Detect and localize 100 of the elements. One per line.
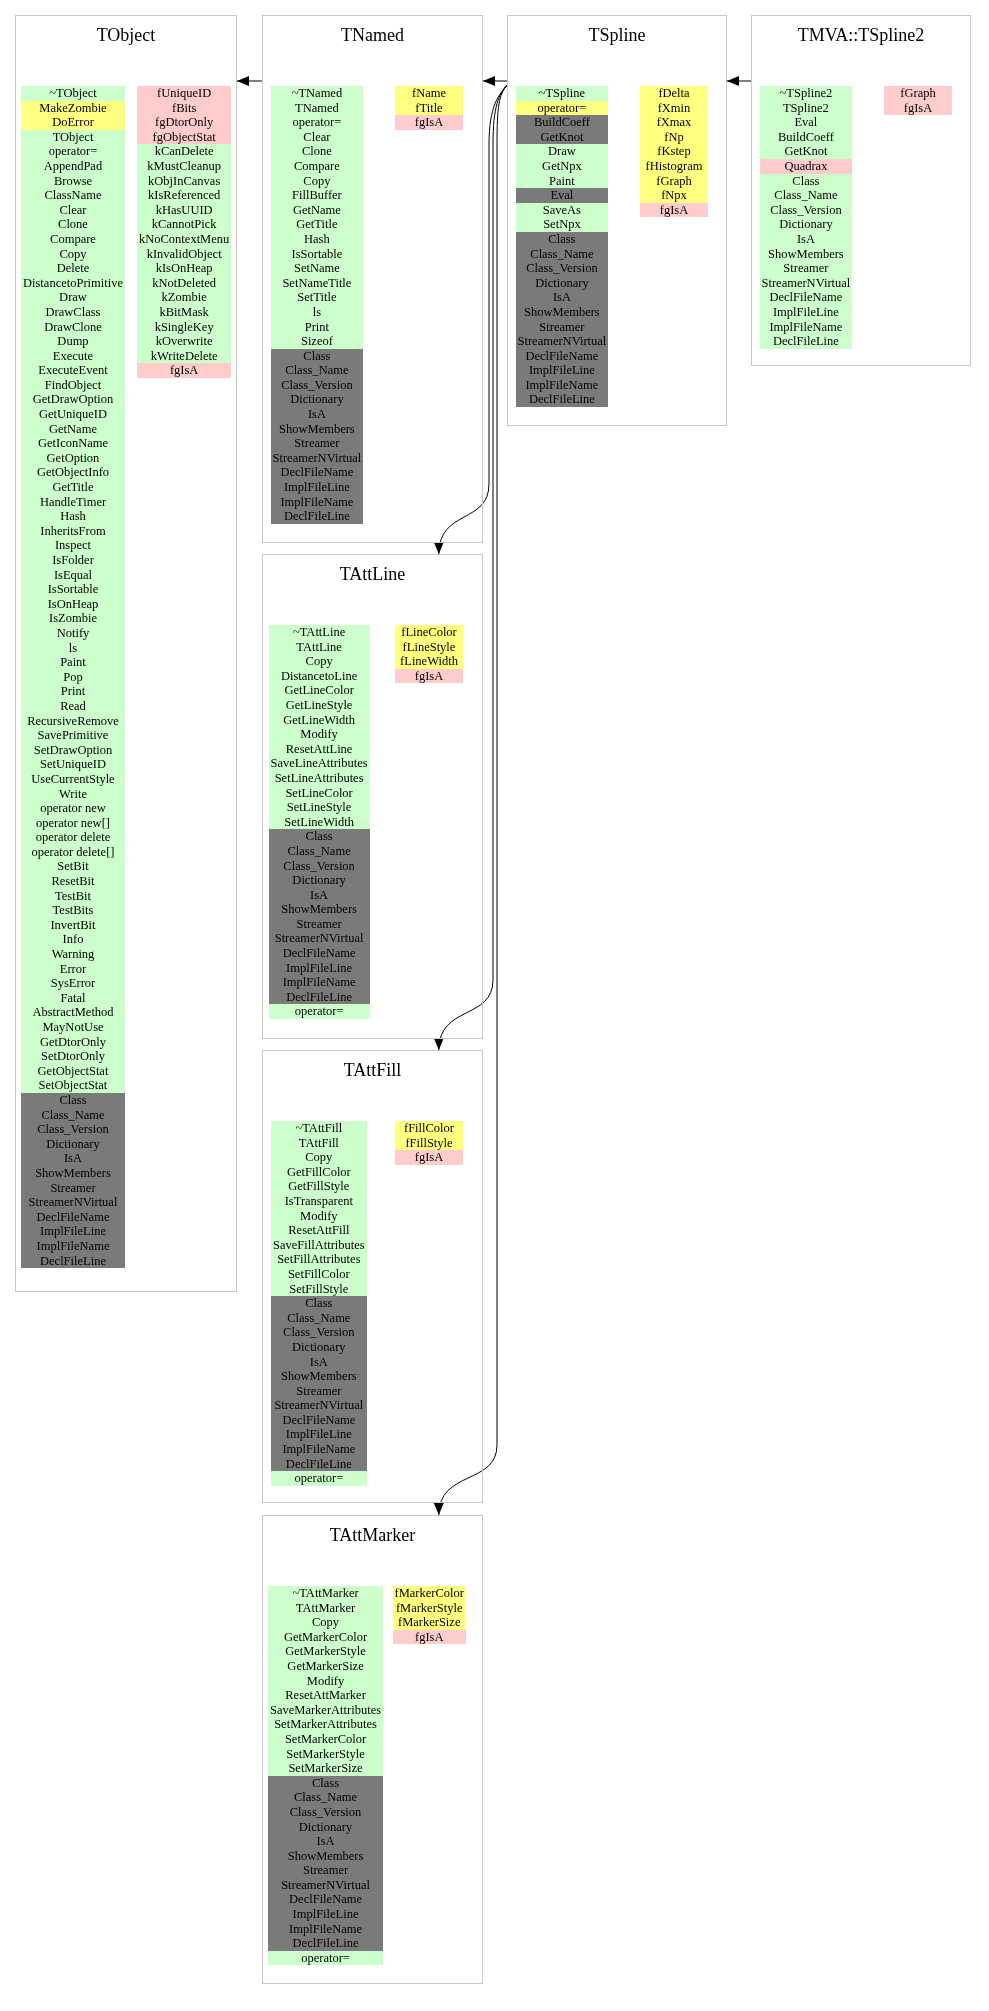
member-cell: SetNpx bbox=[515, 217, 609, 232]
member-cell: ~TSpline2 bbox=[759, 86, 853, 101]
member-cell: operator delete bbox=[21, 830, 125, 845]
member-cell: operator= bbox=[21, 144, 125, 159]
member-cell: FillBuffer bbox=[270, 188, 364, 203]
class-box bbox=[262, 1515, 483, 1984]
member-cell: fDelta bbox=[640, 86, 708, 101]
member-cell: ResetAttMarker bbox=[268, 1688, 384, 1703]
member-cell: Draw bbox=[515, 144, 609, 159]
member-cell: fName bbox=[395, 86, 463, 101]
member-cell: Class bbox=[271, 1296, 367, 1311]
member-cell: DeclFileName bbox=[268, 1892, 384, 1908]
member-cell: ~TAttFill bbox=[271, 1121, 367, 1136]
member-cell: GetObjectInfo bbox=[21, 465, 125, 481]
member-cell: Streamer bbox=[268, 1863, 384, 1878]
arrow bbox=[726, 76, 752, 86]
member-cell: ClassName bbox=[21, 188, 125, 203]
member-cell: Class_Version bbox=[271, 1325, 367, 1340]
member-cell: kCanDelete bbox=[137, 144, 232, 159]
member-cell: Clone bbox=[21, 217, 125, 232]
class-title: TMVA::TSpline2 bbox=[797, 24, 925, 46]
member-cell: SetFillAttributes bbox=[271, 1252, 367, 1267]
member-cell: ~TAttMarker bbox=[268, 1586, 384, 1601]
member-cell: ImplFileLine bbox=[270, 480, 364, 495]
member-cell: Dictionary bbox=[268, 873, 370, 888]
member-cell: Streamer bbox=[759, 261, 853, 276]
member-cell: SetBit bbox=[21, 859, 125, 875]
arrow bbox=[435, 84, 508, 555]
class-title: TAttLine bbox=[339, 563, 406, 585]
class-box bbox=[262, 1050, 483, 1503]
member-cell: GetIconName bbox=[21, 436, 125, 451]
member-cell: DoError bbox=[21, 115, 125, 130]
member-cell: ShowMembers bbox=[271, 1369, 367, 1384]
member-cell: GetKnot bbox=[759, 144, 853, 159]
member-cell: SetTitle bbox=[270, 290, 364, 305]
member-cell: Inspect bbox=[21, 538, 125, 553]
arrow bbox=[435, 84, 508, 1516]
member-cell: ~TObject bbox=[21, 86, 125, 101]
member-cell: DeclFileLine bbox=[268, 1936, 384, 1951]
member-cell: DeclFileLine bbox=[759, 334, 853, 349]
member-cell: Class_Name bbox=[270, 363, 364, 378]
member-cell: operator new bbox=[21, 801, 125, 816]
class-title: TSpline bbox=[588, 24, 646, 46]
member-cell: SysError bbox=[21, 976, 125, 991]
member-cell: StreamerNVirtual bbox=[268, 931, 370, 947]
member-cell: AbstractMethod bbox=[21, 1005, 125, 1020]
member-cell: SetMarkerAttributes bbox=[268, 1717, 384, 1732]
member-cell: ResetBit bbox=[21, 874, 125, 889]
member-cell: Modify bbox=[268, 727, 370, 742]
class-box bbox=[751, 15, 971, 366]
member-cell: StreamerNVirtual bbox=[21, 1195, 125, 1210]
member-cell: ImplFileName bbox=[271, 1442, 367, 1457]
member-cell: DeclFileName bbox=[759, 290, 853, 305]
arrow bbox=[482, 76, 508, 86]
member-cell: operator= bbox=[270, 115, 364, 130]
member-cell: fLineWidth bbox=[395, 654, 463, 669]
member-cell: SetName bbox=[270, 261, 364, 276]
class-box bbox=[262, 15, 483, 543]
member-cell: fKstep bbox=[640, 144, 708, 159]
member-cell: GetLineColor bbox=[268, 683, 370, 698]
member-cell: ~TNamed bbox=[270, 86, 364, 101]
member-cell: fMarkerSize bbox=[392, 1615, 466, 1630]
member-cell: kOverwrite bbox=[137, 334, 232, 349]
member-cell: Eval bbox=[759, 115, 853, 130]
member-cell: IsA bbox=[515, 290, 609, 305]
member-cell: Copy bbox=[271, 1150, 367, 1165]
member-cell: Paint bbox=[21, 655, 125, 670]
member-cell: kCannotPick bbox=[137, 217, 232, 232]
member-cell: SetUniqueID bbox=[21, 757, 125, 772]
member-cell: GetTitle bbox=[21, 480, 125, 495]
member-cell: ResetAttFill bbox=[271, 1223, 367, 1238]
class-box bbox=[507, 15, 727, 426]
member-cell: fMarkerColor bbox=[392, 1586, 466, 1601]
class-title: TNamed bbox=[341, 24, 404, 46]
member-cell: DeclFileLine bbox=[515, 392, 609, 408]
member-cell: Sizeof bbox=[270, 334, 364, 349]
member-cell: fFillColor bbox=[395, 1121, 463, 1136]
member-cell: Hash bbox=[21, 509, 125, 524]
member-cell: Class_Name bbox=[268, 1790, 384, 1805]
member-cell: Class bbox=[268, 829, 370, 844]
member-cell: StreamerNVirtual bbox=[515, 334, 609, 349]
member-cell: fgIsA bbox=[137, 363, 232, 378]
member-cell: DeclFileName bbox=[270, 465, 364, 481]
member-cell: ImplFileLine bbox=[268, 1907, 384, 1922]
member-cell: Warning bbox=[21, 947, 125, 962]
member-cell: operator= bbox=[271, 1471, 367, 1486]
member-cell: ExecuteEvent bbox=[21, 363, 125, 378]
member-cell: ~TAttLine bbox=[268, 625, 370, 640]
member-cell: Class_Version bbox=[515, 261, 609, 276]
member-cell: operator= bbox=[268, 1004, 370, 1020]
member-cell: GetUniqueID bbox=[21, 407, 125, 422]
arrow bbox=[236, 76, 263, 86]
member-cell: Dump bbox=[21, 334, 125, 349]
member-cell: GetTitle bbox=[270, 217, 364, 232]
member-cell: DeclFileLine bbox=[270, 509, 364, 524]
member-cell: Print bbox=[21, 684, 125, 699]
member-cell: Clone bbox=[270, 144, 364, 159]
member-cell: fgDtorOnly bbox=[137, 115, 232, 130]
member-cell: IsA bbox=[21, 1151, 125, 1166]
member-cell: fGraph bbox=[884, 86, 952, 101]
